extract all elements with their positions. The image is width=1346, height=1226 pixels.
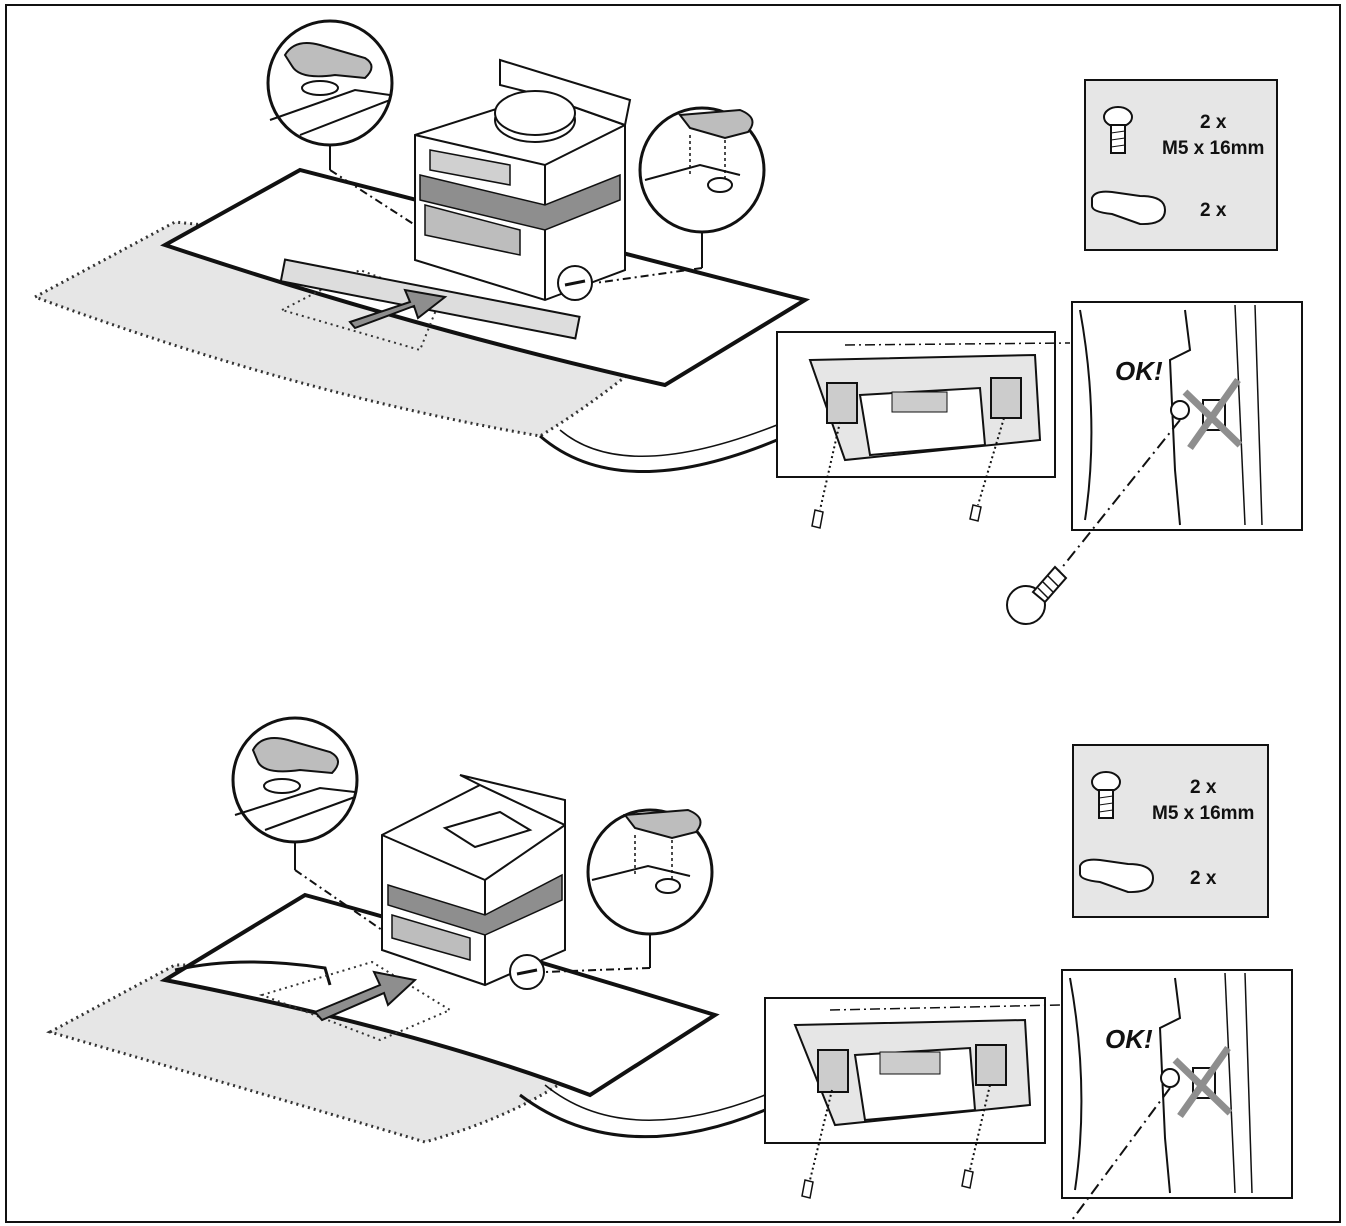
parts-box-top: 2 x M5 x 16mm 2 x: [1084, 79, 1278, 251]
dotted-glass-outline: [31, 220, 674, 438]
screw-icon: [1091, 771, 1121, 819]
detail-ok-bottom: OK!: [1061, 969, 1293, 1221]
square-opening: [442, 810, 533, 849]
detail-clip-right: [594, 106, 766, 284]
detail-clip-right-bottom: [544, 808, 714, 973]
screw-icon: [1103, 106, 1133, 154]
motor-housing: [414, 58, 632, 302]
cross-mark: [1182, 377, 1243, 451]
insert-arrow-bottom: [313, 970, 418, 1022]
large-screw-icon: [1006, 565, 1068, 625]
motor-housing-bottom: [381, 774, 566, 987]
panel-bottom: 2 x M5 x 16mm 2 x: [46, 716, 1293, 1221]
detail-clip-left: [266, 19, 416, 226]
clip-quantity: 2 x: [1190, 868, 1217, 889]
parts-box-bottom: 2 x M5 x 16mm 2 x: [1072, 744, 1269, 918]
detail-ok-top: OK!: [1059, 301, 1303, 571]
screw-slot-left: [817, 1049, 849, 1093]
clip-icon: [1079, 858, 1155, 894]
screw-slot-right: [975, 1044, 1007, 1086]
ok-label: OK!: [1115, 356, 1163, 386]
screw-quantity: 2 x: [1200, 112, 1227, 133]
clip-icon: [1091, 190, 1167, 226]
screw-size: M5 x 16mm: [1152, 803, 1254, 824]
screw-slot-left: [826, 382, 858, 424]
screw-size: M5 x 16mm: [1162, 138, 1264, 159]
cross-mark: [1172, 1045, 1233, 1119]
correct-hole: [1160, 1068, 1180, 1088]
page-border: [5, 4, 1341, 1223]
insert-arrow: [348, 288, 448, 330]
panel-top: 2 x M5 x 16mm 2 x: [31, 19, 1303, 625]
screw-slot-right: [990, 377, 1022, 419]
detail-underside-top: [539, 331, 1071, 529]
correct-hole: [1170, 400, 1190, 420]
screw-quantity: 2 x: [1190, 777, 1217, 798]
detail-underside-bottom: [519, 997, 1061, 1199]
clip-quantity: 2 x: [1200, 200, 1227, 221]
ok-label: OK!: [1105, 1024, 1153, 1054]
detail-clip-left-bottom: [231, 716, 383, 931]
